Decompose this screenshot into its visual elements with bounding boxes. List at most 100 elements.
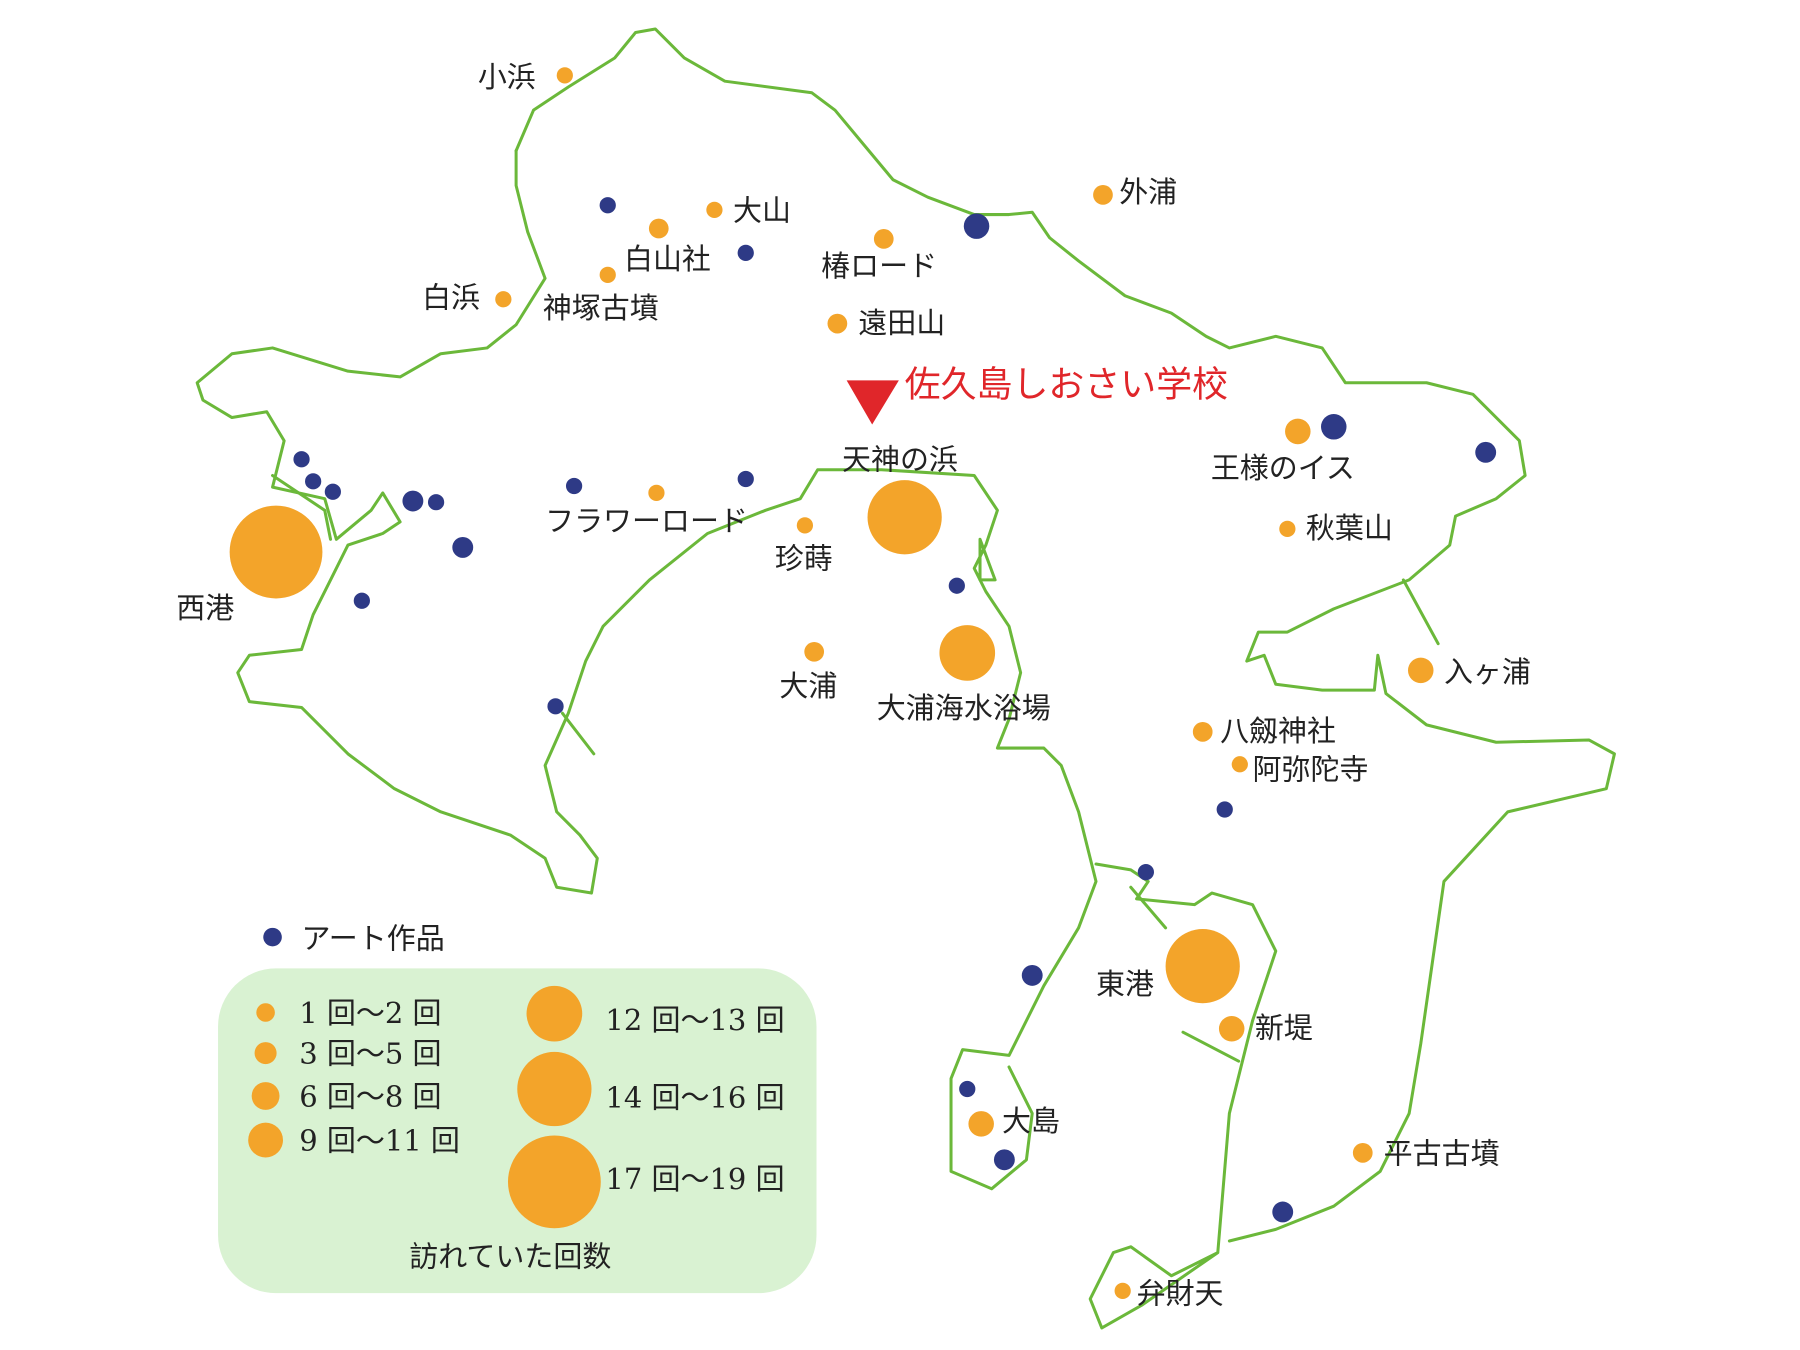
visit-dot[interactable] xyxy=(599,266,616,283)
art-work-dot[interactable] xyxy=(963,213,990,239)
place-label: 白山社 xyxy=(624,242,711,276)
red-triangle-marker-icon xyxy=(846,380,899,425)
visit-dot[interactable] xyxy=(1165,928,1240,1004)
art-work-dot[interactable] xyxy=(353,592,370,609)
art-work-dot[interactable] xyxy=(737,244,754,261)
coastline-north xyxy=(514,27,1616,1243)
art-work-dot[interactable] xyxy=(565,477,583,495)
visit-dot[interactable] xyxy=(648,218,669,239)
place-label: 王様のイス xyxy=(1211,451,1355,485)
legend: アート作品 1 回〜2 回 3 回〜5 回 6 回〜8 回 9 回〜11 回 12 回〜… xyxy=(218,922,817,1294)
place-label: 神塚古墳 xyxy=(543,291,659,325)
legend-bin-label: 12 回〜13 回 xyxy=(605,1003,784,1037)
visit-dot[interactable] xyxy=(1114,1282,1131,1299)
legend-bin-label: 9 回〜11 回 xyxy=(299,1124,460,1158)
legend-bin-label: 3 回〜5 回 xyxy=(299,1037,441,1071)
legend-bin-dot-icon xyxy=(507,1135,601,1229)
visit-dot[interactable] xyxy=(873,229,894,249)
place-label: 秋葉山 xyxy=(1306,511,1393,545)
legend-bin-label: 1 回〜2 回 xyxy=(299,996,441,1030)
art-legend-dot-icon xyxy=(263,927,282,947)
place-label: 阿弥陀寺 xyxy=(1253,752,1369,786)
art-work-dot[interactable] xyxy=(959,1080,976,1098)
place-label: 椿ロード xyxy=(821,249,937,283)
visit-dot[interactable] xyxy=(827,313,848,334)
art-work-dot[interactable] xyxy=(1216,801,1233,818)
art-work-dot[interactable] xyxy=(948,577,965,594)
art-work-dot[interactable] xyxy=(1475,441,1497,463)
place-label: 大浦 xyxy=(779,669,837,703)
visit-dot[interactable] xyxy=(1192,721,1213,742)
school-marker[interactable]: 佐久島しおさい学校 xyxy=(846,365,1228,425)
place-label: 大山 xyxy=(733,193,791,227)
legend-bin-dot-icon xyxy=(248,1122,283,1158)
visit-dot[interactable] xyxy=(648,484,665,502)
place-label: 東港 xyxy=(1096,967,1154,1001)
art-work-dot[interactable] xyxy=(402,490,424,512)
art-work-dot[interactable] xyxy=(993,1149,1015,1171)
legend-bin-dot-icon xyxy=(526,985,583,1042)
place-label: 外浦 xyxy=(1119,175,1177,209)
visit-dot[interactable] xyxy=(1407,657,1434,684)
visit-dot[interactable] xyxy=(229,505,323,599)
place-label: 大島 xyxy=(1002,1104,1060,1138)
art-work-dot[interactable] xyxy=(1272,1201,1294,1223)
place-label: 八劔神社 xyxy=(1220,714,1336,748)
visit-dot[interactable] xyxy=(1285,418,1311,445)
place-label: 弁財天 xyxy=(1137,1277,1224,1311)
place-label: 西港 xyxy=(176,591,234,625)
place-labels-layer: 小浜大山白山社神塚古墳白浜椿ロード遠田山外浦王様のイス秋葉山フラワーロード珍蒔天… xyxy=(176,60,1531,1311)
visit-dot[interactable] xyxy=(706,201,723,219)
place-label: 白浜 xyxy=(422,280,480,314)
art-work-dot[interactable] xyxy=(1021,964,1043,986)
place-label: 小浜 xyxy=(478,60,536,94)
place-label: 天神の浜 xyxy=(842,443,958,477)
coastline-west xyxy=(195,149,1098,1191)
school-label: 佐久島しおさい学校 xyxy=(905,365,1228,406)
visit-dot[interactable] xyxy=(1218,1015,1245,1042)
coastline xyxy=(195,27,1616,1330)
visit-dot[interactable] xyxy=(867,480,942,555)
art-work-dot[interactable] xyxy=(1321,414,1347,440)
legend-bin-label: 17 回〜19 回 xyxy=(605,1162,784,1196)
legend-bin-dot-icon xyxy=(256,1003,275,1022)
art-work-dot[interactable] xyxy=(452,536,474,558)
inner-road xyxy=(271,474,1440,1063)
legend-bin-label: 14 回〜16 回 xyxy=(605,1081,784,1115)
legend-bin-dot-icon xyxy=(517,1051,592,1127)
visit-dot[interactable] xyxy=(1352,1142,1373,1163)
visit-legend-caption: 訪れていた回数 xyxy=(409,1239,611,1273)
art-work-dot[interactable] xyxy=(547,698,564,715)
art-works-layer xyxy=(293,197,1497,1223)
visit-legend-box xyxy=(218,968,817,1294)
art-work-dot[interactable] xyxy=(427,494,445,511)
visit-dot[interactable] xyxy=(939,625,996,681)
place-label: フラワーロード xyxy=(545,504,748,538)
legend-bin-dot-icon xyxy=(254,1042,277,1065)
legend-bin-label: 6 回〜8 回 xyxy=(299,1079,441,1113)
place-label: 珍蒔 xyxy=(775,541,833,575)
art-work-dot[interactable] xyxy=(737,470,754,488)
legend-bin-dot-icon xyxy=(251,1082,280,1110)
visit-dot[interactable] xyxy=(796,517,814,534)
art-work-dot[interactable] xyxy=(599,197,616,214)
visit-dot[interactable] xyxy=(1279,520,1296,537)
place-label: 大浦海水浴場 xyxy=(877,691,1051,725)
art-work-dot[interactable] xyxy=(1137,864,1154,881)
visit-dot[interactable] xyxy=(1093,184,1113,205)
visit-dot[interactable] xyxy=(804,641,825,662)
coastline-east-harbor xyxy=(1088,862,1278,1330)
place-label: 入ヶ浦 xyxy=(1444,655,1531,689)
visit-dot[interactable] xyxy=(495,291,512,308)
art-work-dot[interactable] xyxy=(324,483,341,500)
art-legend-label: アート作品 xyxy=(302,922,445,956)
art-work-dot[interactable] xyxy=(305,473,322,490)
place-label: 新堤 xyxy=(1255,1011,1313,1045)
visit-dot[interactable] xyxy=(968,1111,994,1137)
place-label: 平古古墳 xyxy=(1384,1136,1500,1170)
visited-places-layer xyxy=(229,67,1434,1299)
visit-dot[interactable] xyxy=(556,67,573,84)
art-work-dot[interactable] xyxy=(293,451,310,468)
visit-dot[interactable] xyxy=(1231,756,1248,773)
